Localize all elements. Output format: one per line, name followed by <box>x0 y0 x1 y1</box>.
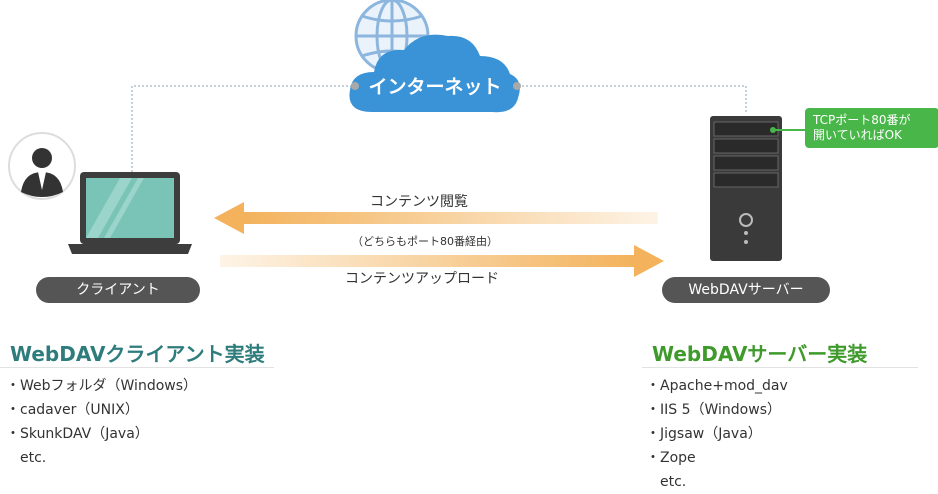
server-tower-icon <box>710 116 806 261</box>
upload-label: コンテンツアップロード <box>345 271 499 287</box>
network-connection-line <box>131 85 747 172</box>
user-icon <box>8 132 76 200</box>
client-impl-title: WebDAVクライアント実装 <box>10 342 265 366</box>
port-via-label: （どちらもポート80番経由） <box>352 235 498 248</box>
connection-dot <box>351 82 359 90</box>
list-item: ・SkunkDAV（Java） <box>6 426 149 442</box>
port-note-badge: TCPポート80番が 開いていればOK <box>805 108 938 148</box>
server-impl-title: WebDAVサーバー実装 <box>652 342 868 366</box>
list-item: etc. <box>660 474 687 490</box>
list-item: ・Webフォルダ（Windows） <box>6 378 198 394</box>
upload-arrow <box>220 245 664 277</box>
server-impl-list: ・Apache+mod_dav ・IIS 5（Windows） ・Jigsaw（… <box>646 374 788 494</box>
cloud-label: インターネット <box>368 76 502 98</box>
client-impl-list: ・Webフォルダ（Windows） ・cadaver（UNIX） ・SkunkD… <box>6 374 197 470</box>
server-label-pill: WebDAVサーバー <box>662 277 830 303</box>
browse-label: コンテンツ閲覧 <box>370 194 468 210</box>
server-impl-divider <box>642 367 918 368</box>
list-item: ・IIS 5（Windows） <box>646 402 781 418</box>
list-item: ・Jigsaw（Java） <box>646 426 762 442</box>
list-item: ・Zope <box>646 450 696 466</box>
laptop-icon <box>68 172 192 254</box>
list-item: etc. <box>20 450 47 466</box>
browse-arrow <box>214 202 658 234</box>
list-item: ・Apache+mod_dav <box>646 378 788 394</box>
connection-dot <box>513 82 521 90</box>
client-label-pill: クライアント <box>36 277 200 303</box>
cloud-icon <box>349 34 520 113</box>
list-item: ・cadaver（UNIX） <box>6 402 139 418</box>
client-impl-divider <box>0 367 274 368</box>
